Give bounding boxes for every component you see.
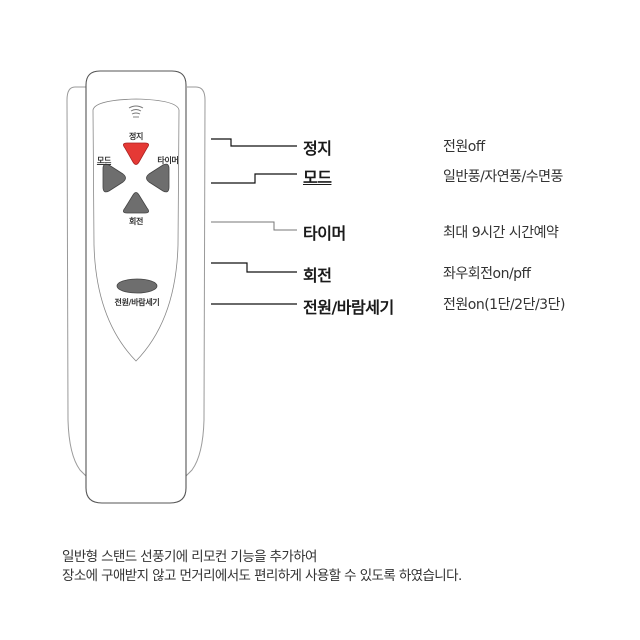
- mode-button[interactable]: [102, 163, 126, 193]
- callout-line-timer: [211, 221, 297, 231]
- power-button[interactable]: [116, 278, 158, 294]
- stop-button[interactable]: [123, 142, 149, 165]
- rotate-button[interactable]: [123, 192, 149, 214]
- callout-desc-power: 전원on(1단/2단/3단): [443, 297, 565, 313]
- callout-label-rotate: 회전: [303, 266, 332, 285]
- caption-line-1: 일반형 스탠드 선풍기에 리모컨 기능을 추가하여: [62, 549, 317, 565]
- wireless-signal-icon: [128, 105, 144, 118]
- callout-desc-rotate: 좌우회전on/pff: [443, 266, 531, 282]
- callout-label-timer: 타이머: [303, 224, 346, 243]
- timer-button-label: 타이머: [157, 156, 179, 165]
- button-panel: [92, 98, 180, 362]
- callout-line-mode: [211, 173, 297, 184]
- callout-desc-mode: 일반풍/자연풍/수면풍: [443, 169, 563, 185]
- callout-line-stop: [211, 138, 297, 147]
- callout-label-mode: 모드: [303, 168, 332, 187]
- rotate-button-label: 회전: [128, 217, 144, 226]
- timer-button[interactable]: [146, 163, 170, 193]
- remote-back-shell: [66, 86, 206, 477]
- stop-button-label: 정지: [128, 132, 144, 141]
- callout-line-rotate: [211, 262, 297, 273]
- caption-line-2: 장소에 구애받지 않고 먼거리에서도 편리하게 사용할 수 있도록 하였습니다.: [62, 568, 462, 584]
- callout-label-power: 전원/바람세기: [303, 298, 394, 317]
- caption: 일반형 스탠드 선풍기에 리모컨 기능을 추가하여 장소에 구애받지 않고 먼거…: [62, 548, 462, 586]
- callout-desc-timer: 최대 9시간 시간예약: [443, 225, 559, 241]
- callout-desc-stop: 전원off: [443, 139, 485, 155]
- callout-label-stop: 정지: [303, 139, 332, 158]
- mode-button-label: 모드: [96, 156, 112, 165]
- power-button-label: 전원/바람세기: [114, 298, 160, 307]
